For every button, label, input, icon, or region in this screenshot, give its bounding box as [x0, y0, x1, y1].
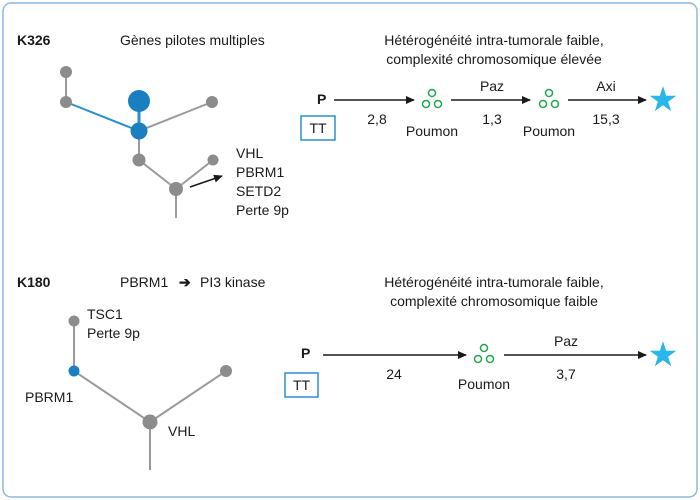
tree-branch	[138, 101, 213, 132]
tree-label-setd2: SETD2	[236, 183, 281, 199]
tree-label-perte-9p: Perte 9p	[87, 325, 140, 341]
heterogeneity-line1-k180: Hétérogénéité intra-tumorale faible,	[384, 274, 603, 290]
heterogeneity-line1-k326: Hétérogénéité intra-tumorale faible,	[384, 32, 603, 48]
tree-branch	[149, 370, 227, 423]
tree-branch	[138, 159, 177, 190]
case-k326: K326 Gènes pilotes multiples Hétérogénéi…	[17, 32, 677, 218]
case-id-k180: K180	[17, 274, 51, 290]
driver-to-k180: PI3 kinase	[200, 274, 266, 290]
tree-branch	[175, 159, 214, 190]
case-k180: K180 PBRM1 ➔ PI3 kinase Hétérogénéité in…	[17, 274, 677, 470]
treatment-label-paz: Paz	[554, 333, 578, 349]
tree-label-vhl: VHL	[236, 145, 263, 161]
tree-node-root	[142, 414, 158, 430]
tt-box-label: TT	[293, 377, 311, 393]
tree-node	[68, 315, 80, 327]
tt-box	[284, 372, 319, 398]
timeline-k180: P TT 24 Poumon Paz 3,7	[284, 333, 677, 398]
tree-label-pbrm1: PBRM1	[25, 389, 73, 405]
tree-label-vhl: VHL	[168, 423, 195, 439]
timeline-origin: P	[317, 91, 326, 107]
tree-label-tsc1: TSC1	[87, 306, 123, 322]
treatment-label-axi: Axi	[596, 78, 615, 94]
tree-branch-blue	[65, 101, 140, 132]
driver-arrow-icon: ➔	[179, 274, 191, 290]
site-label-poumon: Poumon	[523, 123, 575, 139]
site-label-poumon: Poumon	[458, 376, 510, 392]
metastasis-icon	[421, 88, 443, 109]
phylo-tree-k326: VHL PBRM1 SETD2 Perte 9p	[60, 66, 289, 218]
driver-from-k180: PBRM1	[120, 274, 168, 290]
tree-label-perte-9p: Perte 9p	[236, 202, 289, 218]
driver-label-k326: Gènes pilotes multiples	[120, 32, 265, 48]
tree-branch	[73, 370, 151, 423]
tree-node-root	[169, 182, 183, 196]
timeline-origin: P	[301, 345, 310, 361]
interval-label: 2,8	[367, 111, 387, 127]
metastasis-icon	[473, 343, 495, 364]
tree-node	[206, 96, 218, 108]
tree-node	[60, 96, 72, 108]
tree-node-blue	[130, 122, 148, 140]
interval-label: 1,3	[482, 111, 502, 127]
tree-node	[60, 66, 72, 78]
death-star-icon	[649, 341, 677, 367]
interval-label: 24	[386, 366, 402, 382]
tree-label-arrow	[189, 174, 223, 188]
interval-label: 3,7	[556, 366, 576, 382]
tree-node-large-blue	[128, 90, 150, 112]
tree-node	[220, 365, 232, 377]
case-id-k326: K326	[17, 32, 51, 48]
metastasis-icon	[538, 88, 560, 109]
tree-node-blue	[68, 365, 80, 377]
tree-node	[132, 153, 146, 167]
tree-label-pbrm1: PBRM1	[236, 164, 284, 180]
timeline-k326: P TT 2,8 Poumon Paz 1,3 Poumon Axi 15,3	[300, 78, 677, 141]
heterogeneity-line2-k180: complexité chromosomique faible	[390, 293, 598, 309]
tree-node	[207, 154, 219, 166]
site-label-poumon: Poumon	[406, 123, 458, 139]
death-star-icon	[649, 86, 677, 112]
tt-box-label: TT	[309, 120, 327, 136]
interval-label: 15,3	[592, 111, 619, 127]
heterogeneity-line2-k326: complexité chromosomique élevée	[386, 51, 602, 67]
phylo-tree-k180: TSC1 Perte 9p PBRM1 VHL	[25, 306, 232, 470]
tt-box	[300, 115, 336, 141]
treatment-label-paz: Paz	[480, 78, 504, 94]
